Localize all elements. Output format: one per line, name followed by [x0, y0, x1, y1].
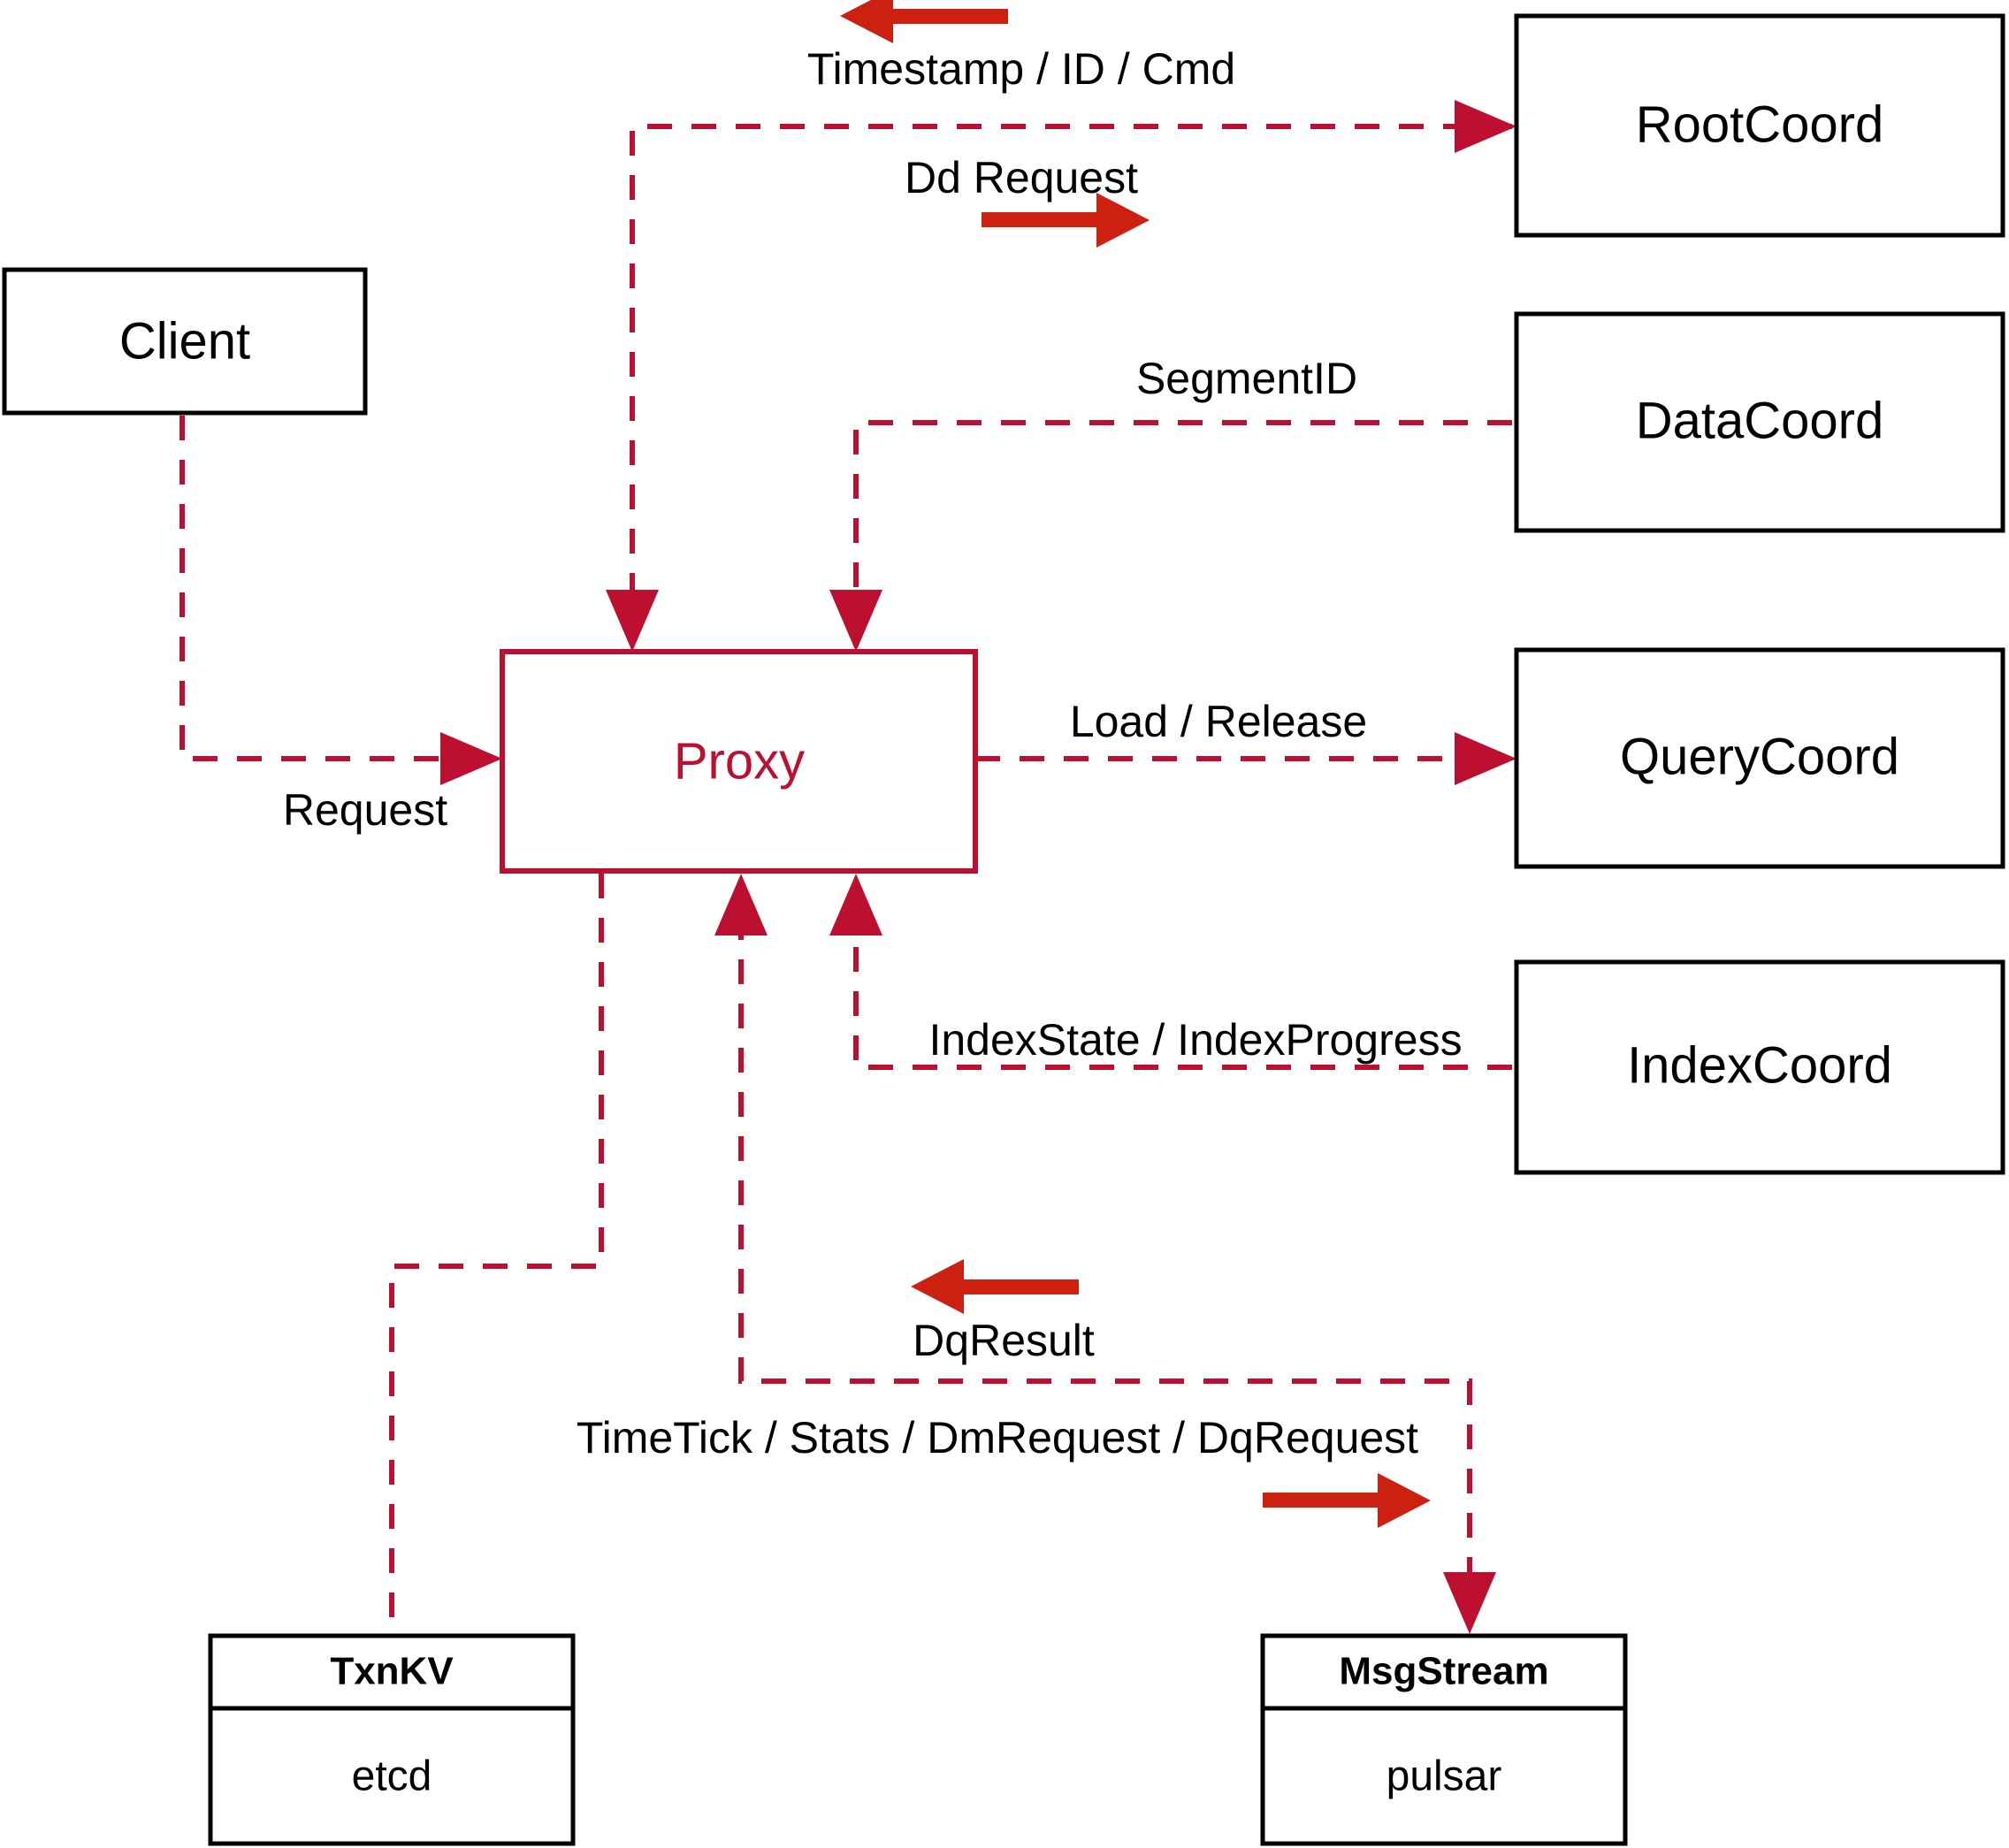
arrowhead-dq-result	[714, 874, 768, 935]
node-root-coord-label: RootCoord	[1636, 95, 1883, 153]
edge-timestamp-id-cmd	[606, 124, 1512, 652]
edge-load-release	[975, 732, 1516, 785]
bold-arrow-dqresult-left	[911, 1259, 1079, 1314]
node-txnkv[interactable]: TxnKV etcd	[208, 1633, 576, 1846]
edge-index-state-progress	[829, 874, 1512, 1070]
node-proxy-label: Proxy	[674, 732, 805, 790]
node-proxy[interactable]: Proxy	[500, 649, 978, 874]
arrowhead-load-release	[1455, 732, 1516, 785]
edge-dd-request	[1455, 100, 1516, 153]
edge-request	[180, 416, 502, 785]
arrowhead-timetick-msgstream	[1443, 1572, 1496, 1634]
node-client-label: Client	[119, 312, 250, 370]
node-msgstream-label: MsgStream	[1339, 1650, 1548, 1693]
node-index-coord[interactable]: IndexCoord	[1514, 959, 2005, 1175]
bold-arrow-timestamp-left	[840, 0, 1008, 43]
edge-label-dq-result: DqResult	[913, 1316, 1095, 1365]
arrowhead-timestamp-id-cmd	[606, 590, 659, 652]
node-txnkv-label: TxnKV	[330, 1650, 454, 1693]
edge-label-request: Request	[283, 785, 447, 835]
node-client[interactable]: Client	[2, 267, 368, 416]
node-root-coord[interactable]: RootCoord	[1514, 13, 2005, 238]
edge-segment-id	[829, 420, 1512, 652]
arrowhead-segment-id	[829, 590, 882, 652]
node-data-coord-label: DataCoord	[1636, 392, 1883, 449]
edge-label-segment-id: SegmentID	[1136, 354, 1357, 403]
edge-label-dd-request: Dd Request	[905, 153, 1138, 202]
bold-arrow-dd-request-right	[982, 193, 1150, 248]
arrowhead-dd-request	[1455, 100, 1516, 153]
edge-label-timetick-stats: TimeTick / Stats / DmRequest / DqRequest	[577, 1413, 1418, 1462]
edge-label-timestamp-id-cmd: Timestamp / ID / Cmd	[807, 44, 1235, 94]
edge-proxy-txnkv	[389, 874, 604, 1636]
edge-label-index-state-progress: IndexState / IndexProgress	[928, 1015, 1462, 1065]
node-msgstream-impl: pulsar	[1386, 1753, 1502, 1800]
edge-label-load-release: Load / Release	[1070, 697, 1367, 746]
arrowhead-request	[440, 732, 502, 785]
node-msgstream[interactable]: MsgStream pulsar	[1260, 1633, 1628, 1846]
node-txnkv-impl: etcd	[352, 1753, 432, 1800]
node-query-coord-label: QueryCoord	[1620, 728, 1899, 785]
bold-arrow-timetick-right	[1263, 1473, 1431, 1528]
arrowhead-index-state	[829, 874, 882, 935]
edge-dq-result	[714, 874, 1496, 1634]
node-data-coord[interactable]: DataCoord	[1514, 311, 2005, 533]
node-index-coord-label: IndexCoord	[1627, 1036, 1892, 1094]
node-query-coord[interactable]: QueryCoord	[1514, 647, 2005, 869]
